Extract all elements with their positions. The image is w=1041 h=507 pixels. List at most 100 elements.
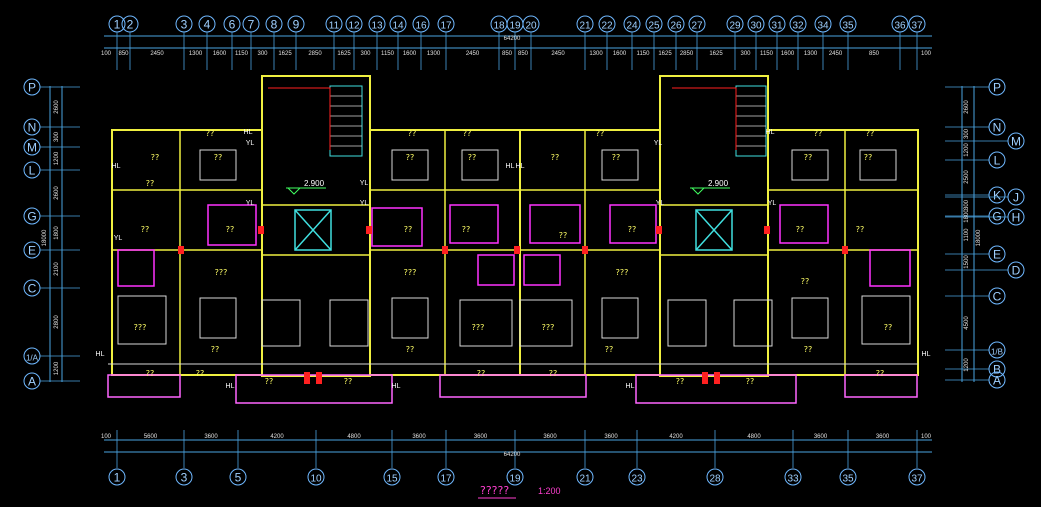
top-axis-bubble-label: 1 — [114, 18, 121, 32]
bottom-axis-bubble: 1 — [108, 468, 126, 486]
top-axis-bubble-label: 34 — [817, 21, 829, 32]
room-label: ?? — [559, 231, 568, 240]
top-dimension-text: 1625 — [337, 51, 351, 57]
top-axis-bubble-label: 7 — [248, 18, 255, 32]
bottom-axis-bubble-label: 3 — [181, 471, 188, 485]
room-label: ?? — [226, 225, 235, 234]
right-axis-bubble: M — [1007, 132, 1025, 150]
right-axis-bubble-label: 1/B — [991, 348, 1003, 357]
room-labels: ????????????????????????????????????????… — [134, 129, 893, 386]
right-dimension-lines — [961, 86, 975, 382]
bottom-dimension-lines — [104, 439, 932, 453]
right-axis-bubble: B — [988, 360, 1006, 378]
left-axis-bubble-label: E — [28, 244, 36, 258]
top-axis-bubble-label: 35 — [842, 21, 854, 32]
top-dimension-text: 2850 — [680, 51, 694, 57]
bottom-axis-bubble-label: 1 — [114, 471, 121, 485]
room-label: ?? — [146, 369, 155, 378]
top-axis-bubble-label: 24 — [626, 21, 638, 32]
fixture-label: HL — [626, 383, 635, 390]
bottom-total-dimension: 64200 — [504, 452, 521, 458]
fixture-label: YL — [654, 140, 663, 147]
top-axis-bubble-label: 30 — [750, 21, 762, 32]
top-dimension-text: 1150 — [235, 51, 249, 57]
top-dimension-text: 2450 — [150, 51, 164, 57]
left-axis-bubble-label: C — [28, 282, 37, 296]
bottom-dimension-text: 3600 — [604, 434, 618, 440]
room-label: ?? — [468, 153, 477, 162]
top-axis-bubble-label: 20 — [525, 21, 537, 32]
bottom-dimension-text: 100 — [101, 434, 112, 440]
top-axis-bubble-label: 26 — [670, 21, 682, 32]
room-label: ?? — [814, 129, 823, 138]
bottom-dimension-text: 4800 — [747, 434, 761, 440]
left-dimension-text: 2600 — [54, 100, 60, 114]
right-axis-bubble-label: G — [992, 210, 1001, 224]
fixture-label: HL — [96, 351, 105, 358]
top-axis-bubble-label: 18 — [493, 21, 505, 32]
top-dimension-text: 1150 — [637, 51, 651, 57]
room-label: ?? — [628, 225, 637, 234]
room-label: ?? — [596, 129, 605, 138]
elevation-marker-left: 2.900 — [286, 179, 326, 195]
bottom-axis-bubble: 21 — [576, 468, 594, 486]
room-label: ?? — [676, 377, 685, 386]
right-axis-bubble-label: D — [1012, 264, 1021, 278]
bottom-axis-bubble: 17 — [437, 468, 455, 486]
right-dimension-text: 300 — [964, 199, 970, 210]
top-axis-bubble-label: 4 — [204, 18, 211, 32]
right-axis-bubble-label: N — [993, 121, 1002, 135]
top-dimension-text: 1150 — [381, 51, 395, 57]
fixture-label: HL — [244, 129, 253, 136]
top-axis-bubble-label: 6 — [229, 18, 236, 32]
right-axis-bubble: P — [988, 78, 1006, 96]
room-label: ??? — [616, 268, 629, 277]
room-label: ?? — [866, 129, 875, 138]
room-label: ?? — [146, 179, 155, 188]
bottom-dimension-text: 3600 — [814, 434, 828, 440]
left-axis-bubble-label: M — [27, 141, 37, 155]
top-axis-bubble-label: 13 — [371, 21, 383, 32]
fixture-label: HL — [392, 383, 401, 390]
fixture-label: YL — [246, 200, 255, 207]
top-axis-bubble-label: 32 — [792, 21, 804, 32]
top-axis-bubble-label: 3 — [181, 18, 188, 32]
top-dimension-text: 2450 — [551, 51, 565, 57]
elevation-label-right: 2.900 — [708, 179, 729, 188]
room-label: ?? — [141, 225, 150, 234]
room-label: ?? — [856, 225, 865, 234]
top-dimension-text: 1300 — [804, 51, 818, 57]
bottom-axis-bubble: 35 — [839, 468, 857, 486]
bottom-dimension-text: 4200 — [270, 434, 284, 440]
right-axis-bubble-label: B — [993, 363, 1001, 377]
room-label: ?? — [876, 369, 885, 378]
room-label: ?? — [884, 323, 893, 332]
fixture-label: YL — [360, 200, 369, 207]
room-label: ?? — [801, 277, 810, 286]
bottom-axis-bubble: 28 — [706, 468, 724, 486]
top-dimension-text: 300 — [360, 51, 371, 57]
bottom-axis-bubble: 5 — [229, 468, 247, 486]
bottom-dimension-text: 3600 — [876, 434, 890, 440]
right-axis-bubble: G — [988, 207, 1006, 225]
fixture-label: HL — [766, 129, 775, 136]
left-dimension-text: 300 — [54, 131, 60, 142]
room-label: ?? — [408, 129, 417, 138]
top-dimension-text: 100 — [921, 51, 932, 57]
top-axis-bubble-label: 16 — [415, 21, 427, 32]
top-total-dimension: 64200 — [504, 36, 521, 42]
room-label: ?? — [406, 345, 415, 354]
room-label: ?? — [864, 153, 873, 162]
right-axis-bubble-label: M — [1011, 135, 1021, 149]
top-dimension-text: 1625 — [658, 51, 672, 57]
room-label: ??? — [215, 268, 228, 277]
room-label: ?? — [196, 369, 205, 378]
bottom-axis-bubble: 19 — [506, 468, 524, 486]
room-label: ?? — [206, 129, 215, 138]
room-label: ?? — [211, 345, 220, 354]
right-axis-bubble: J — [1007, 188, 1025, 206]
drawing-title: ????? — [480, 484, 509, 497]
